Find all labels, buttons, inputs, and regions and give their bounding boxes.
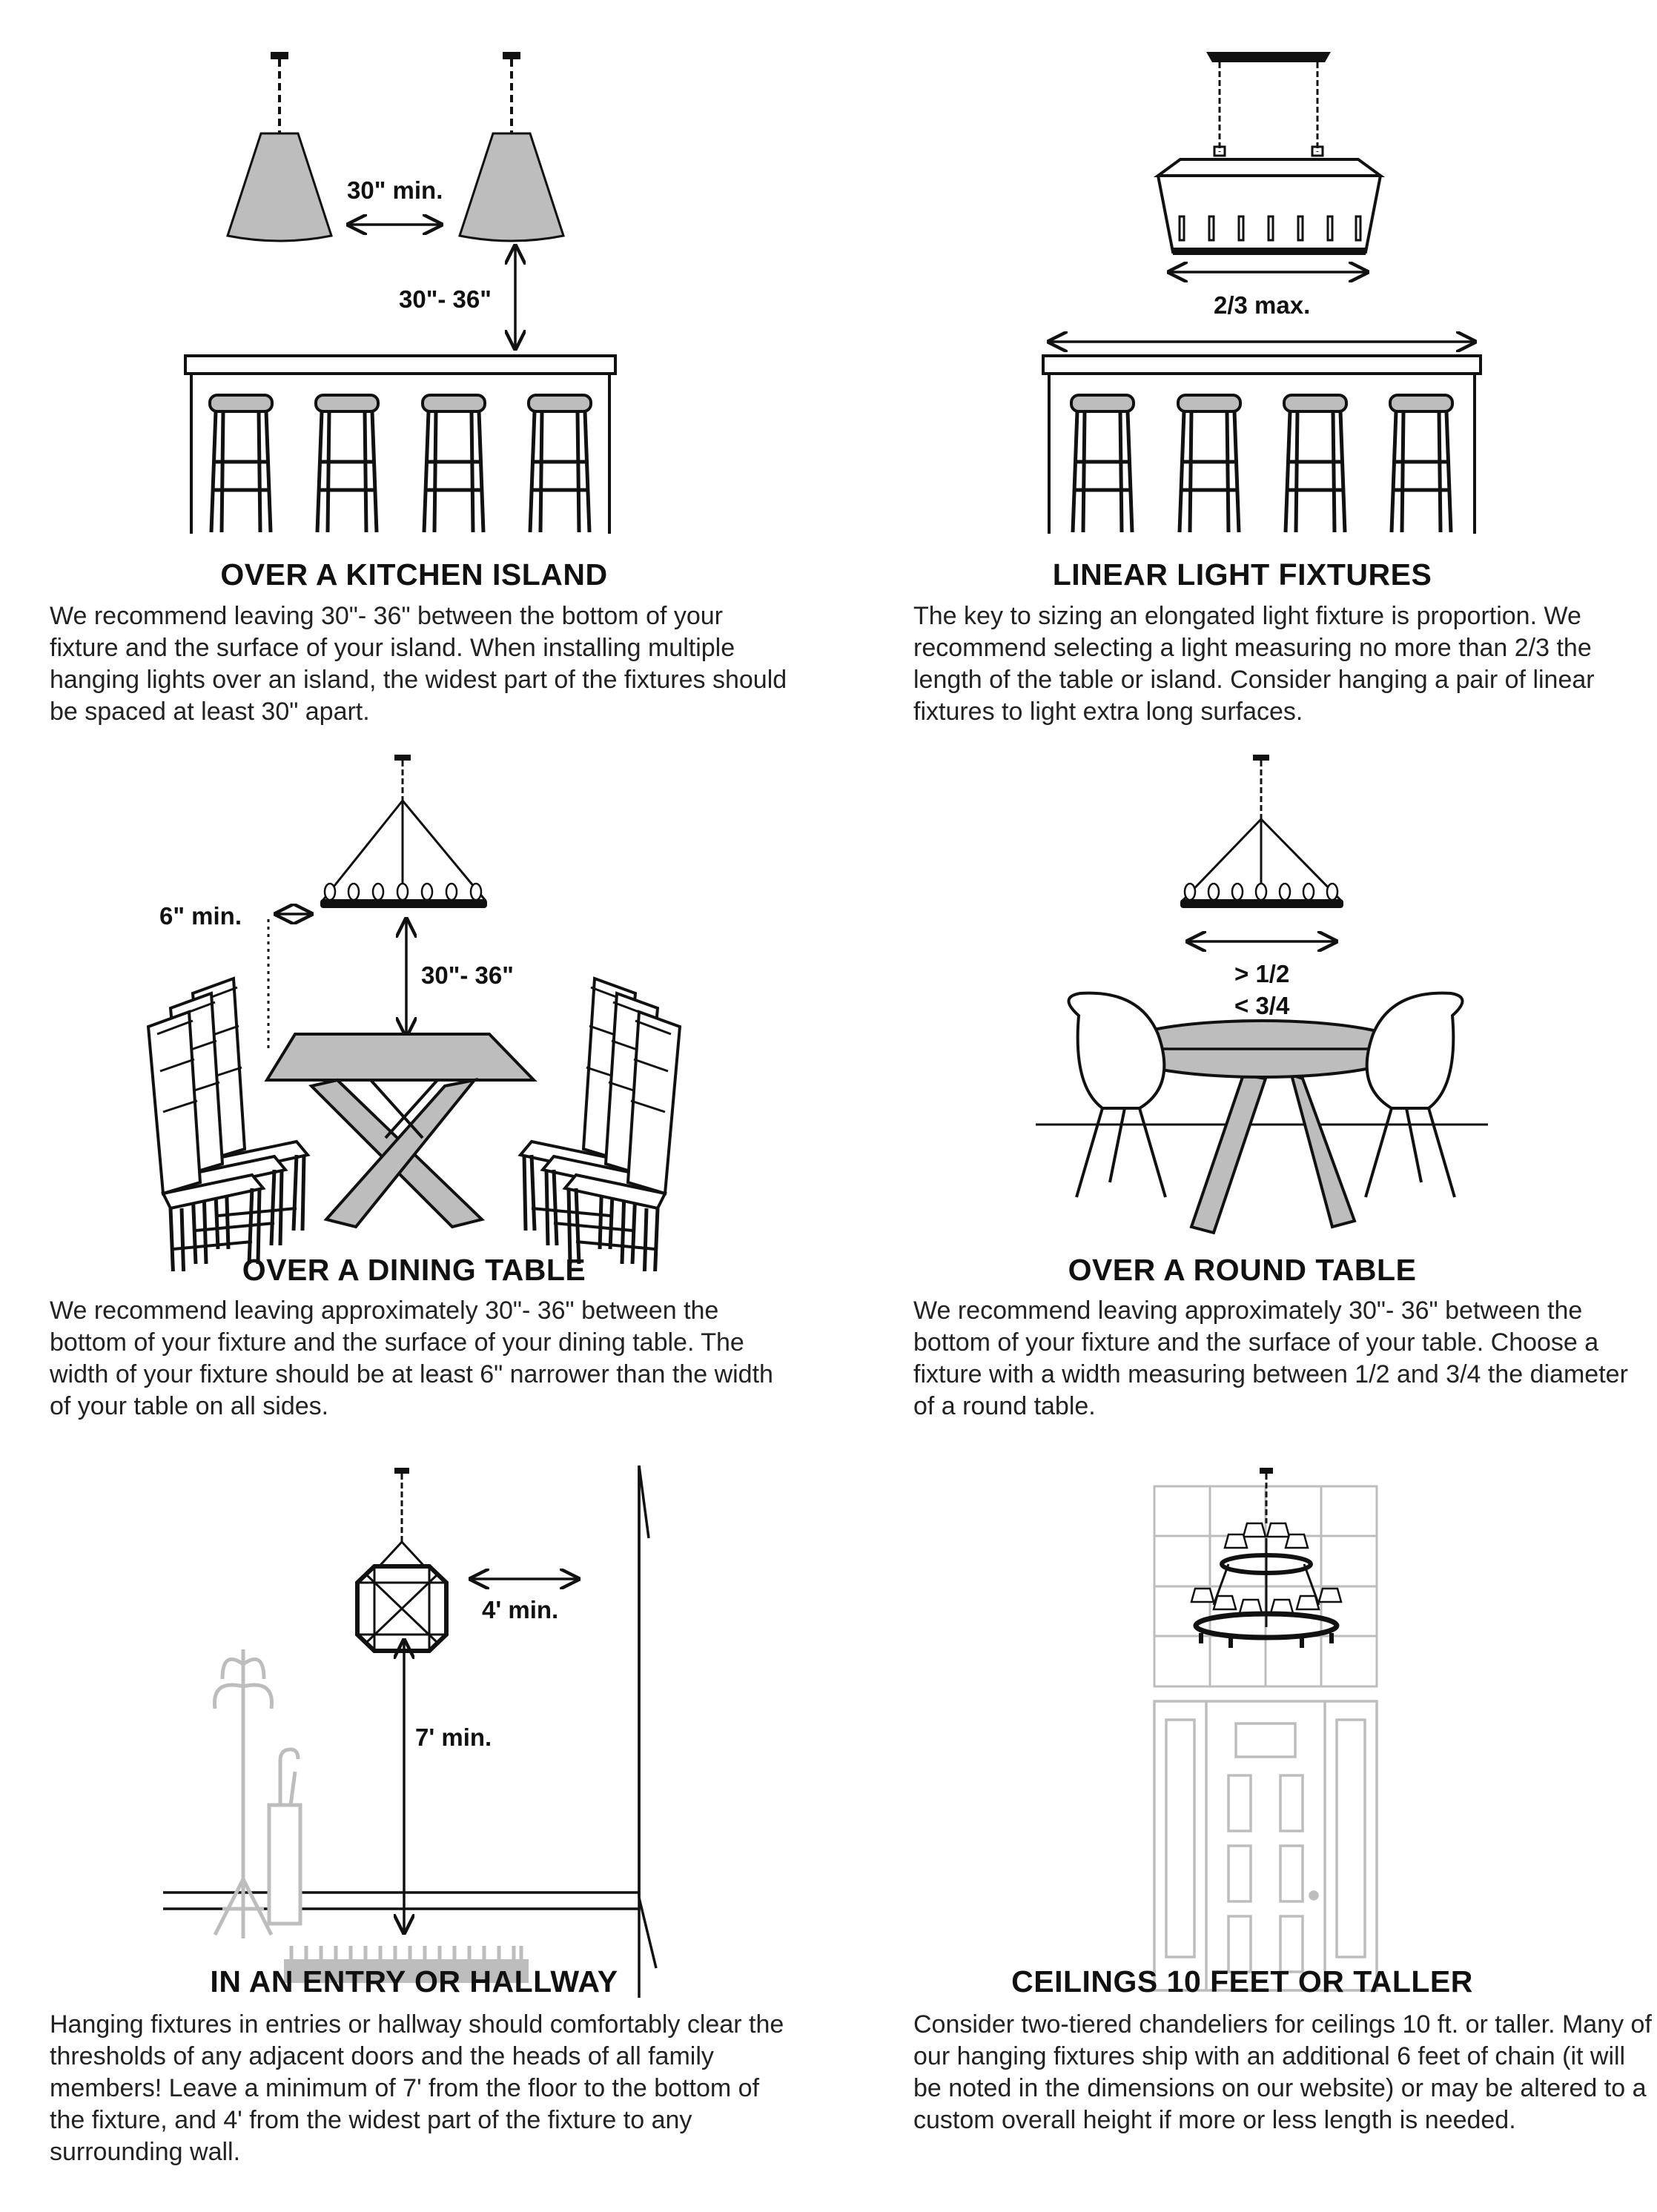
- spacing-label: 30" min.: [347, 176, 443, 204]
- pendant-left-icon: [226, 52, 333, 242]
- linear-chandelier-icon: [1153, 52, 1386, 255]
- rug-icon: [284, 1946, 529, 1983]
- floor-clearance-label: 7' min.: [415, 1723, 492, 1751]
- side-clearance-label: 6" min.: [159, 902, 242, 930]
- pendant-right-icon: [458, 52, 565, 242]
- panel-title: OVER A KITCHEN ISLAND: [220, 557, 608, 592]
- round-table-icon: [1112, 1019, 1412, 1235]
- max-label: 2/3 max.: [1214, 291, 1310, 319]
- linear-fixture-illustration: 2/3 max.: [1042, 52, 1482, 534]
- panel-round-table: > 1/2 < 3/4 OVER A ROUND TABLE We recomm…: [828, 738, 1656, 1464]
- chair-right-icon: [1364, 991, 1464, 1198]
- kitchen-island-icon: [1042, 354, 1482, 534]
- panel-description: We recommend leaving 30"- 36" between th…: [50, 602, 787, 726]
- kitchen-island-icon: [184, 354, 617, 534]
- tall-ceiling-illustration: [1153, 1468, 1378, 1992]
- panel-dining-table: 6" min. 30"- 36" OVER A DINING TABLE We …: [0, 738, 828, 1464]
- dining-table-illustration: 6" min. 30"- 36": [0, 755, 828, 1271]
- front-door-icon: [1153, 1700, 1378, 1992]
- chairs-right-icon: [520, 978, 680, 1271]
- dining-table-icon: [264, 1033, 538, 1229]
- panel-title: IN AN ENTRY OR HALLWAY: [210, 1964, 618, 1999]
- chairs-left-icon: [148, 978, 308, 1271]
- panel-description: Hanging fixtures in entries or hallway s…: [50, 2010, 784, 2166]
- panel-description: We recommend leaving approximately 30"- …: [50, 1297, 773, 1420]
- wall-icon: [163, 1465, 658, 1998]
- panel-title: CEILINGS 10 FEET OR TALLER: [1011, 1964, 1473, 1999]
- panel-description-text: Consider two-tiered chandeliers for ceil…: [913, 2010, 1652, 2134]
- wall-clearance-label: 4' min.: [482, 1596, 558, 1623]
- height-label: 30"- 36": [399, 285, 492, 313]
- max-ratio-label: < 3/4: [1234, 992, 1290, 1019]
- panel-title: OVER A ROUND TABLE: [1068, 1253, 1417, 1287]
- ring-chandelier-icon: [1180, 755, 1343, 908]
- panel-title: LINEAR LIGHT FIXTURES: [1052, 557, 1432, 592]
- panel-description-text: The key to sizing an elongated light fix…: [913, 602, 1595, 726]
- ring-chandelier-icon: [320, 755, 487, 908]
- coat-rack-icon: [212, 1649, 274, 1938]
- panel-tall-ceilings: CEILINGS 10 FEET OR TALLER Consider two-…: [828, 1464, 1656, 2191]
- kitchen-island-illustration: 30" min. 30"- 36": [184, 52, 617, 534]
- lantern-icon: [355, 1468, 449, 1653]
- panel-title: OVER A DINING TABLE: [242, 1253, 586, 1287]
- chair-left-icon: [1067, 991, 1167, 1198]
- min-ratio-label: > 1/2: [1234, 960, 1289, 987]
- panel-description-text: We recommend leaving approximately 30"- …: [913, 1297, 1628, 1420]
- umbrella-stand-icon: [267, 1747, 302, 1926]
- panel-kitchen-island: 30" min. 30"- 36" OVER A KITCHEN ISLAND …: [0, 0, 828, 726]
- height-label: 30"- 36": [421, 961, 514, 989]
- entry-hallway-illustration: 4' min. 7' min.: [163, 1465, 658, 1998]
- panel-entry-hallway: 4' min. 7' min.: [0, 1464, 828, 2191]
- round-table-illustration: > 1/2 < 3/4: [1036, 755, 1488, 1235]
- two-tier-chandelier-icon: [1190, 1468, 1343, 1648]
- panel-linear-fixtures: 2/3 max. LINEAR LIGHT FIXTURES The key t…: [828, 0, 1656, 726]
